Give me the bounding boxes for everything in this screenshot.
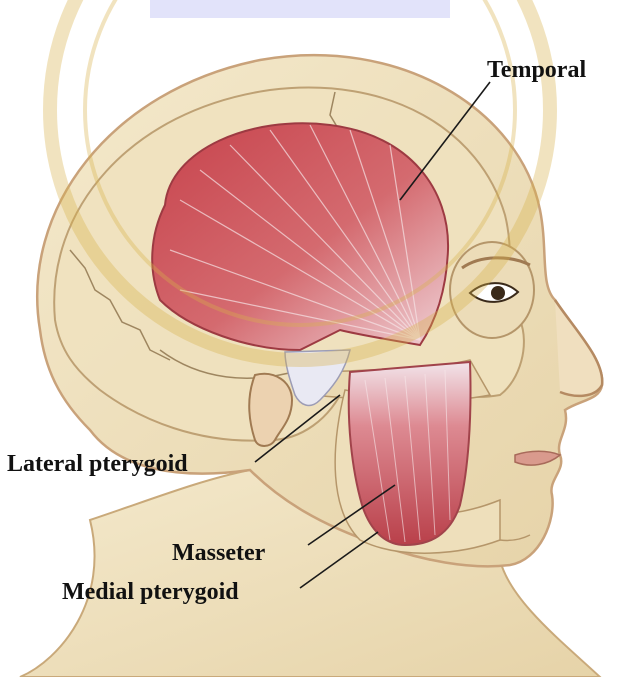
medial-pterygoid-label: Medial pterygoid (62, 580, 239, 604)
temporal-label: Temporal (487, 58, 586, 82)
masseter-muscle (349, 362, 471, 545)
lateral-pterygoid-label: Lateral pterygoid (7, 452, 188, 476)
masseter-label: Masseter (172, 541, 265, 565)
nose (555, 300, 602, 396)
iris (491, 286, 505, 300)
